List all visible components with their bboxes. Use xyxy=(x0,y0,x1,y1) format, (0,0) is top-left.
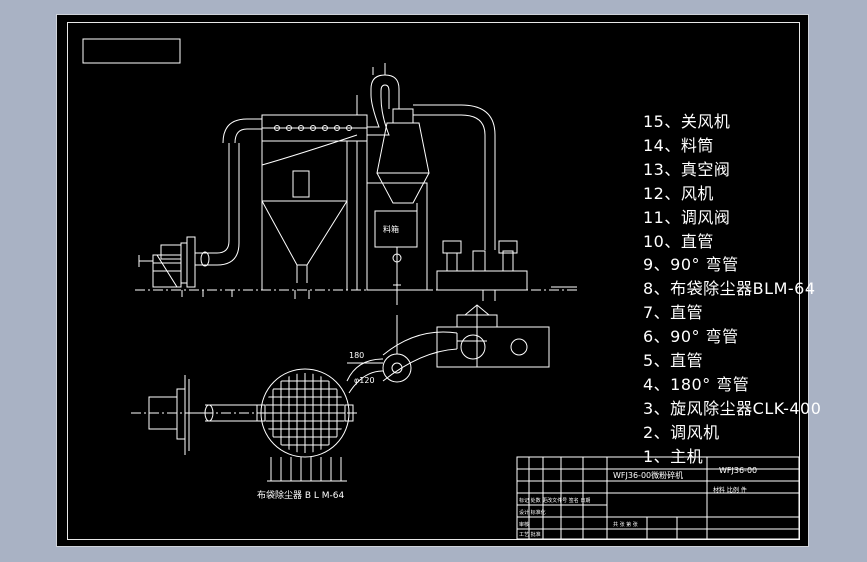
title-drawing-number: WFJ36-00 xyxy=(719,466,757,475)
title-row-d: 工艺 批准 xyxy=(519,531,541,538)
bag-filter-plan xyxy=(256,368,354,482)
title-row-e: 共 张 第 张 xyxy=(613,521,638,528)
parts-list-item: 12、风机 xyxy=(643,183,714,203)
title-row-b: 设计 标准化 xyxy=(519,509,546,516)
parts-list-item: 13、真空阀 xyxy=(643,159,731,179)
motor-plan xyxy=(148,375,205,455)
title-material-scale: 材料 比例 件 xyxy=(713,486,747,494)
assembly-drawing: 料箱 180 φ120 布袋除尘器 B L M-64 WFJ36-00微粉碎机 … xyxy=(82,38,800,540)
cyclone-plan xyxy=(346,315,487,394)
parts-list-item: 6、90° 弯管 xyxy=(643,327,739,347)
parts-list-item: 11、调风阀 xyxy=(643,207,731,227)
parts-list-item: 14、料筒 xyxy=(643,135,714,155)
title-row-a: 标记 处数 更改文件号 签名 日期 xyxy=(519,497,590,504)
pipe-elevation-right xyxy=(413,104,496,250)
parts-list-item: 5、直管 xyxy=(643,351,704,371)
parts-list-item: 7、直管 xyxy=(643,303,704,323)
dim-180-label: 180 xyxy=(349,351,364,360)
title-row-c: 审核 xyxy=(519,521,529,528)
corner-box xyxy=(82,38,181,64)
fan-elevation xyxy=(436,240,577,301)
pipe-elevation-left xyxy=(181,118,262,297)
parts-list-item: 15、关风机 xyxy=(643,112,731,131)
drawing-sheet: 料箱 180 φ120 布袋除尘器 B L M-64 WFJ36-00微粉碎机 … xyxy=(56,14,821,547)
bag-filter-elevation xyxy=(261,95,368,299)
main-machine-elevation xyxy=(138,236,196,288)
parts-list-item: 3、旋风除尘器CLK-400 xyxy=(643,398,822,418)
drawing-frame xyxy=(67,22,800,540)
parts-list-item: 8、布袋除尘器BLM-64 xyxy=(643,279,816,299)
title-product-name: WFJ36-00微粉碎机 xyxy=(613,470,683,480)
hopper-label: 料箱 xyxy=(383,224,399,234)
parts-list-item: 2、调风机 xyxy=(643,422,720,442)
pipe-elevation-top xyxy=(367,63,400,136)
title-block xyxy=(516,456,800,540)
plan-view-label: 布袋除尘器 B L M-64 xyxy=(257,489,345,501)
parts-list-item: 4、180° 弯管 xyxy=(643,374,750,394)
parts-list-item: 1、主机 xyxy=(643,446,704,466)
parts-list: 15、关风机 14、料筒 13、真空阀 12、风机 11、调风阀 10、直管 9、90° 弯… xyxy=(643,110,821,469)
plan-view xyxy=(131,304,550,482)
parts-list-item: 10、直管 xyxy=(643,231,714,251)
parts-list-item: 9、90° 弯管 xyxy=(643,255,739,275)
dim-120-label: φ120 xyxy=(354,376,375,385)
elevation-view xyxy=(135,63,577,305)
cyclone-elevation xyxy=(366,108,430,305)
fan-plan xyxy=(436,304,550,368)
